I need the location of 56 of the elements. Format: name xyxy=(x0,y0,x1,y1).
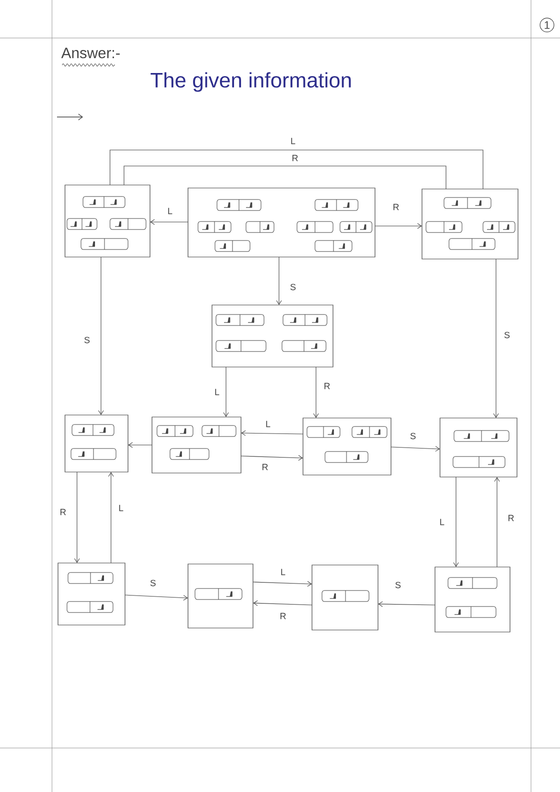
heading: Answer:- xyxy=(61,48,120,58)
state-box xyxy=(440,418,518,478)
edge-label: L xyxy=(290,137,296,145)
arrow xyxy=(128,442,152,448)
edge-label: R xyxy=(260,463,270,471)
arrow xyxy=(390,446,440,452)
title: The given information xyxy=(150,72,351,92)
arrow xyxy=(241,430,304,436)
page-number: 1 xyxy=(540,18,554,32)
arrow xyxy=(240,455,303,461)
state-box xyxy=(152,416,242,474)
edge-label: L xyxy=(438,518,446,526)
connector-line xyxy=(110,150,484,190)
arrow xyxy=(378,601,436,607)
state-box xyxy=(302,418,392,476)
edge-label: R xyxy=(506,514,516,522)
arrow xyxy=(150,219,188,225)
state-box xyxy=(422,188,518,260)
edge-label: S xyxy=(289,283,297,291)
edge-label: R xyxy=(392,203,400,211)
edge-label: S xyxy=(149,579,157,587)
edge-label: L xyxy=(264,420,272,428)
state-box xyxy=(64,184,150,258)
state-box xyxy=(64,414,128,472)
state-box xyxy=(188,564,254,628)
arrow xyxy=(493,258,499,418)
state-box xyxy=(312,564,378,630)
connector-line xyxy=(124,166,446,190)
state-box xyxy=(58,562,126,626)
edge-label: S xyxy=(394,581,402,589)
arrow xyxy=(74,472,80,563)
arrow xyxy=(374,223,422,229)
edge-label: R xyxy=(322,382,332,390)
edge-label: S xyxy=(503,331,511,339)
arrow xyxy=(313,366,319,418)
edge-label: L xyxy=(214,388,220,396)
edge-label: L xyxy=(280,568,286,576)
arrow xyxy=(253,600,312,606)
arrow xyxy=(252,581,312,587)
state-box xyxy=(434,566,510,632)
arrow xyxy=(98,256,104,415)
edge-label: S xyxy=(409,432,417,440)
arrow xyxy=(124,594,188,601)
edge-label: L xyxy=(118,504,124,512)
arrow xyxy=(453,476,459,567)
arrow xyxy=(494,477,500,568)
arrow xyxy=(276,256,282,305)
arrow xyxy=(108,472,114,564)
edge-label: L xyxy=(166,207,174,215)
arrow xyxy=(223,366,229,417)
edge-label: R xyxy=(290,154,300,162)
edge-label: R xyxy=(58,508,68,516)
edge-label: R xyxy=(278,612,288,620)
state-box xyxy=(188,188,376,258)
state-box xyxy=(212,304,334,368)
edge-label: S xyxy=(83,336,91,344)
